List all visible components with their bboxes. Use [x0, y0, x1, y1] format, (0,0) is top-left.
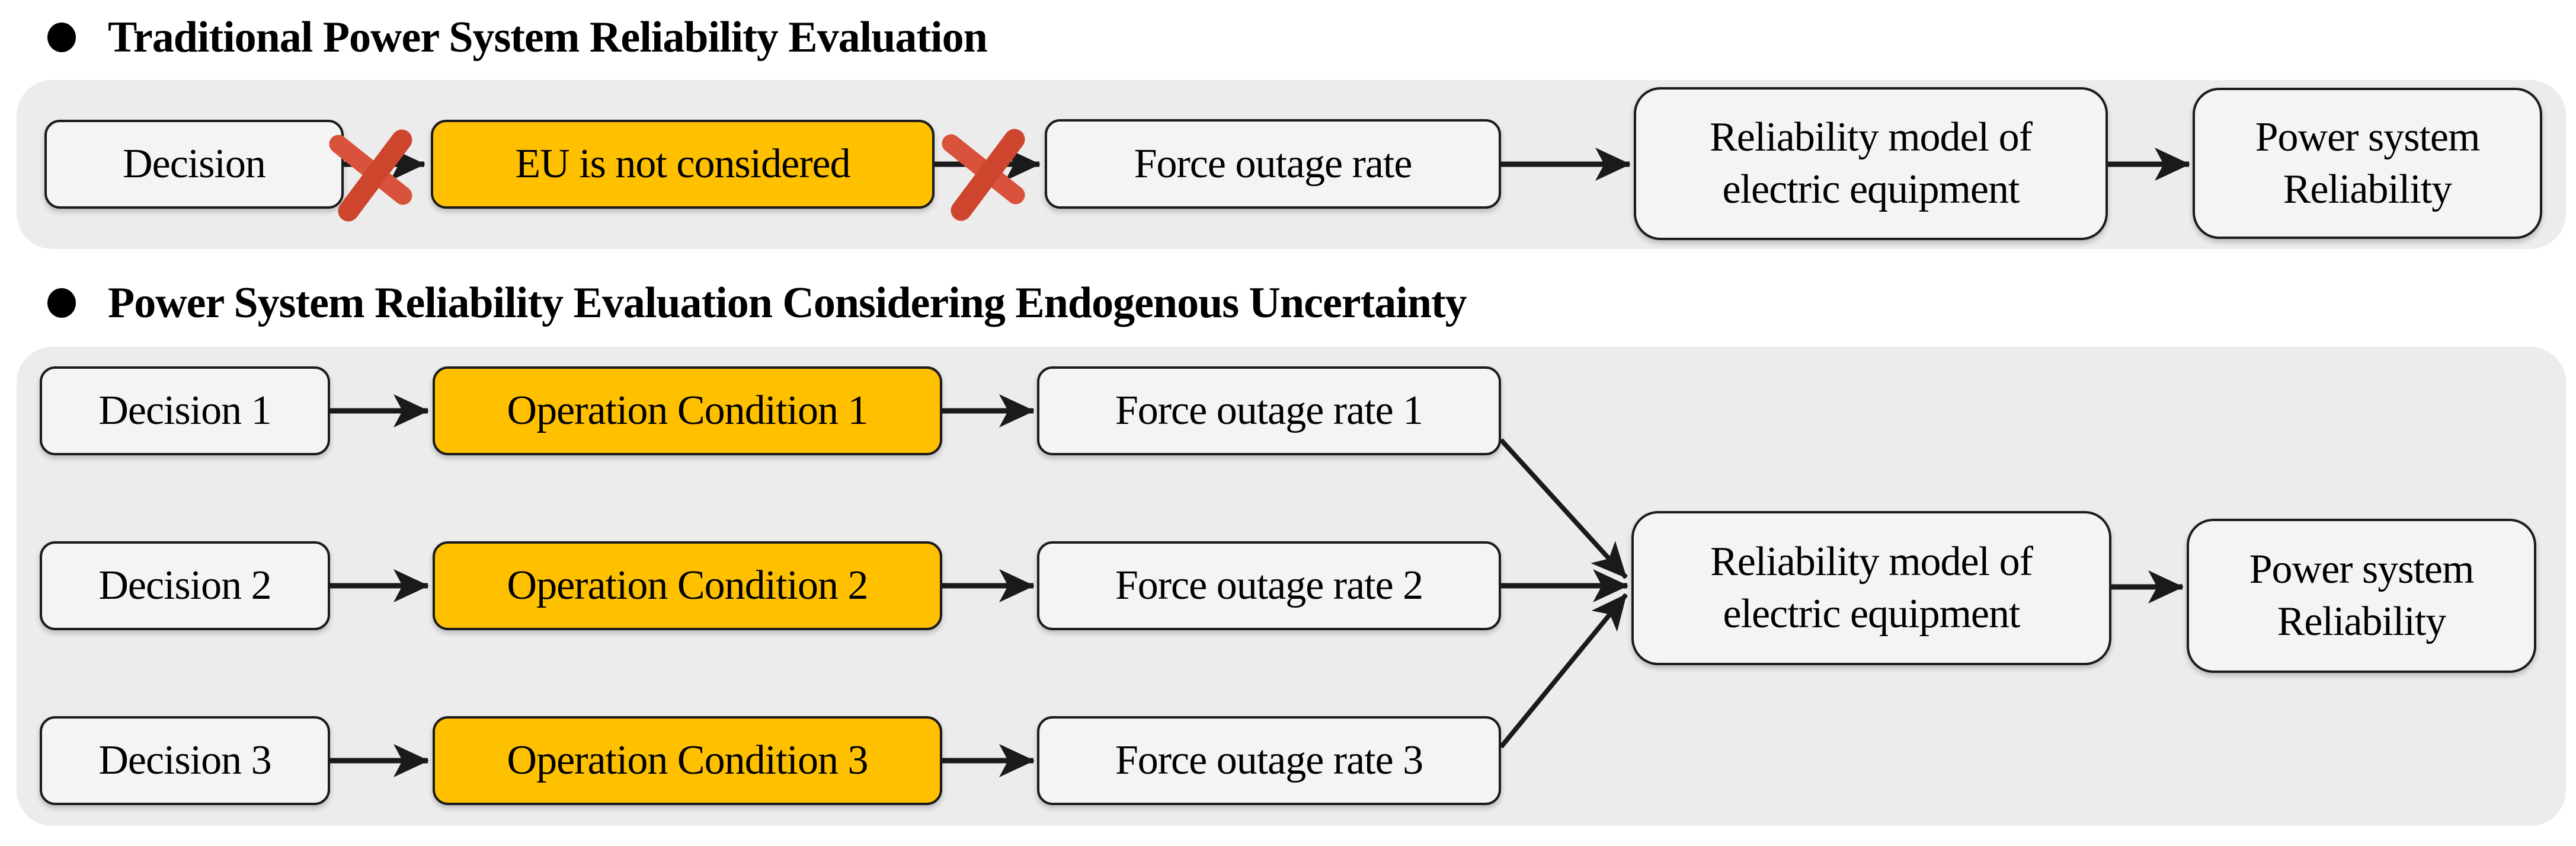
- box-force-outage-rate-1-label: Force outage rate 1: [1115, 388, 1423, 433]
- box-power-1-line1: Power system: [2255, 114, 2481, 160]
- box-force-outage-rate-3: Force outage rate 3: [1037, 716, 1501, 805]
- box-reliability-model-2-line1: Reliability model of: [1710, 539, 2033, 585]
- box-operation-condition-1: Operation Condition 1: [433, 366, 942, 455]
- box-power-system-reliability-1: Power system Reliability: [2193, 88, 2542, 239]
- box-reliability-model-2: Reliability model of electric equipment: [1631, 511, 2111, 665]
- section2-title: Power System Reliability Evaluation Cons…: [108, 278, 1467, 327]
- box-reliability-model-1-line2: electric equipment: [1722, 167, 2020, 212]
- box-operation-condition-2-label: Operation Condition 2: [507, 563, 869, 608]
- bullet-icon: [47, 288, 76, 318]
- box-reliability-model-2-line2: electric equipment: [1723, 591, 2021, 637]
- box-force-outage-rate-2: Force outage rate 2: [1037, 541, 1501, 630]
- box-decision: Decision: [44, 120, 344, 209]
- box-decision-3-label: Decision 3: [98, 738, 271, 783]
- box-decision-1-label: Decision 1: [98, 388, 271, 433]
- box-decision-2-label: Decision 2: [98, 563, 271, 608]
- box-force-outage-rate-1: Force outage rate 1: [1037, 366, 1501, 455]
- box-reliability-model-1-line1: Reliability model of: [1710, 114, 2033, 160]
- box-decision-2: Decision 2: [40, 541, 330, 630]
- box-decision-label: Decision: [123, 141, 266, 187]
- box-operation-condition-1-label: Operation Condition 1: [507, 388, 869, 433]
- box-decision-1: Decision 1: [40, 366, 330, 455]
- box-reliability-model-1: Reliability model of electric equipment: [1634, 87, 2108, 240]
- box-force-outage-rate-2-label: Force outage rate 2: [1115, 563, 1423, 608]
- box-power-system-reliability-2: Power system Reliability: [2187, 519, 2536, 673]
- box-power-1-line2: Reliability: [2283, 166, 2453, 212]
- section1-title-row: Traditional Power System Reliability Eva…: [47, 6, 988, 69]
- box-decision-3: Decision 3: [40, 716, 330, 805]
- box-operation-condition-2: Operation Condition 2: [433, 541, 942, 630]
- box-eu-label: EU is not considered: [515, 141, 850, 187]
- box-power-2-line1: Power system: [2249, 547, 2475, 592]
- box-force-label: Force outage rate: [1134, 141, 1413, 187]
- box-eu-not-considered: EU is not considered: [431, 120, 935, 209]
- section2-title-row: Power System Reliability Evaluation Cons…: [47, 272, 1467, 334]
- section1-title: Traditional Power System Reliability Eva…: [108, 12, 988, 62]
- box-operation-condition-3: Operation Condition 3: [433, 716, 942, 805]
- box-power-2-line2: Reliability: [2277, 599, 2447, 644]
- box-force-outage-rate-3-label: Force outage rate 3: [1115, 738, 1423, 783]
- bullet-icon: [47, 23, 76, 52]
- box-operation-condition-3-label: Operation Condition 3: [507, 738, 869, 783]
- box-force-outage-rate: Force outage rate: [1045, 119, 1501, 209]
